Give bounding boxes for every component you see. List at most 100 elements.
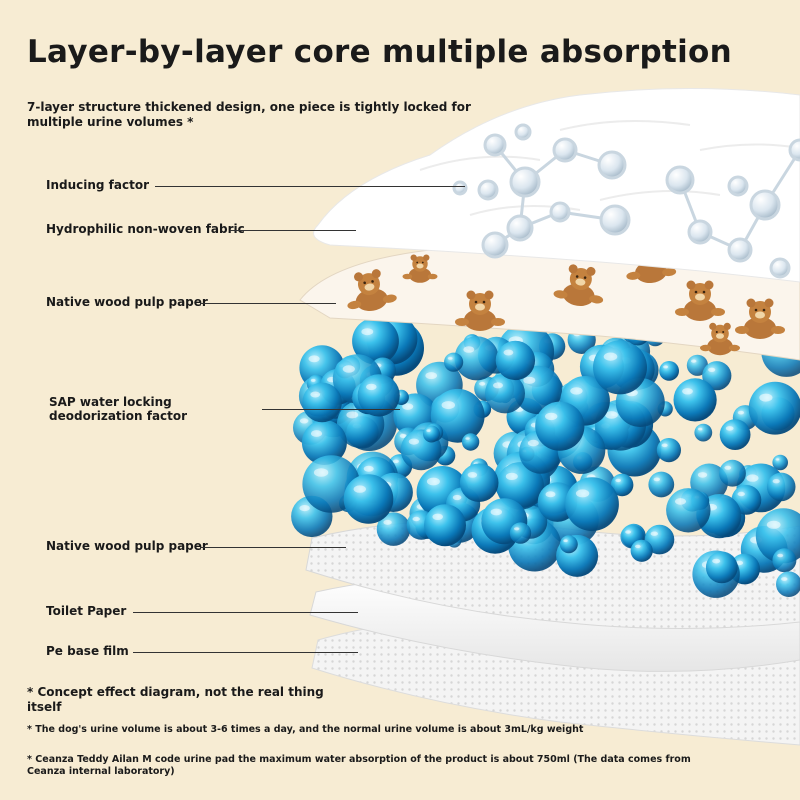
sap-bubble-highlight bbox=[299, 418, 309, 424]
sap-bubble-highlight bbox=[661, 443, 668, 448]
leader-toilet-paper bbox=[133, 612, 358, 613]
sap-bubble bbox=[424, 504, 466, 547]
sap-bubble-highlight bbox=[346, 411, 359, 419]
sap-bubble-highlight bbox=[575, 489, 590, 498]
sap-bubble-highlight bbox=[493, 382, 503, 389]
label-hydrophilic-fabric: Hydrophilic non-woven fabric bbox=[46, 222, 245, 236]
sap-bubble-highlight bbox=[766, 520, 781, 529]
absorption-note: * Ceanza Teddy Ailan M code urine pad th… bbox=[27, 754, 691, 777]
sap-bubble-highlight bbox=[746, 474, 759, 482]
sap-bubble bbox=[694, 423, 713, 442]
label-inducing-factor: Inducing factor bbox=[46, 178, 150, 192]
label-toilet-paper: Toilet Paper bbox=[46, 604, 127, 618]
sap-bubble-highlight bbox=[463, 346, 475, 353]
sap-bubble-highlight bbox=[759, 393, 773, 402]
label-native-wood-pulp-lower: Native wood pulp paper bbox=[46, 539, 208, 553]
sap-bubble bbox=[673, 378, 717, 422]
sap-bubble-highlight bbox=[563, 539, 568, 542]
hydrophilic-fabric-layer bbox=[313, 88, 800, 283]
sap-bubble-highlight bbox=[605, 411, 618, 419]
sap-bubble-highlight bbox=[310, 391, 321, 398]
sap-bubble bbox=[509, 522, 532, 544]
sap-bubble-highlight bbox=[712, 558, 721, 564]
leader-sap-factor bbox=[262, 409, 400, 410]
sap-bubble bbox=[559, 535, 578, 554]
label-native-wood-pulp-upper: Native wood pulp paper bbox=[46, 295, 208, 309]
sap-bubble-highlight bbox=[441, 401, 455, 410]
leader-inducing-factor bbox=[155, 186, 465, 187]
sap-bubble-highlight bbox=[514, 527, 520, 531]
sap-bubble-highlight bbox=[570, 387, 583, 395]
sap-bubble-highlight bbox=[663, 365, 669, 369]
sap-bubble-highlight bbox=[650, 531, 658, 536]
sap-bubble-highlight bbox=[682, 388, 693, 395]
sap-bubble-highlight bbox=[775, 458, 780, 461]
sap-bubble bbox=[772, 548, 797, 573]
sap-bubble-highlight bbox=[479, 381, 486, 386]
sap-bubble-highlight bbox=[452, 494, 462, 501]
sap-bubble bbox=[423, 425, 440, 443]
sap-bubble-highlight bbox=[363, 465, 374, 472]
sap-bubble bbox=[459, 463, 499, 503]
sap-bubble-highlight bbox=[697, 472, 708, 478]
sap-bubble bbox=[495, 340, 536, 381]
sap-bubble bbox=[648, 471, 675, 498]
label-pe-base-film: Pe base film bbox=[46, 644, 129, 658]
sap-bubble-highlight bbox=[299, 505, 310, 512]
sap-bubble-highlight bbox=[392, 459, 399, 464]
sap-bubble bbox=[461, 433, 480, 451]
sap-bubble bbox=[719, 459, 746, 487]
urine-volume-note: * The dog's urine volume is about 3-6 ti… bbox=[27, 724, 584, 735]
sap-bubble-highlight bbox=[313, 468, 329, 477]
sap-bubble bbox=[444, 352, 464, 372]
sap-bubble-highlight bbox=[653, 477, 660, 482]
sap-bubble bbox=[748, 381, 800, 435]
sap-bubble-highlight bbox=[432, 513, 444, 520]
sap-bubble-highlight bbox=[505, 472, 518, 480]
sap-bubble-highlight bbox=[603, 352, 618, 361]
sap-bubble-highlight bbox=[625, 530, 631, 534]
sap-bubble bbox=[766, 472, 796, 502]
sap-bubble-highlight bbox=[426, 429, 431, 432]
sap-bubble bbox=[666, 488, 711, 533]
sap-bubble bbox=[659, 361, 679, 381]
sap-bubble-highlight bbox=[490, 508, 502, 516]
sap-bubble-highlight bbox=[725, 426, 734, 431]
sap-bubble-highlight bbox=[425, 372, 438, 380]
sap-bubble-highlight bbox=[527, 439, 539, 447]
sap-bubble-highlight bbox=[310, 430, 323, 437]
sap-bubble-highlight bbox=[399, 433, 407, 438]
sap-bubble-highlight bbox=[467, 472, 478, 478]
sap-bubble-highlight bbox=[426, 477, 440, 486]
sap-bubble-highlight bbox=[412, 516, 420, 522]
sap-bubble-highlight bbox=[408, 438, 419, 445]
sap-bubble-highlight bbox=[465, 437, 470, 440]
sap-bubble-highlight bbox=[545, 491, 556, 498]
sap-bubble bbox=[343, 474, 394, 524]
sap-bubble bbox=[565, 477, 619, 532]
sap-bubble-highlight bbox=[310, 378, 316, 382]
sap-bubble-highlight bbox=[635, 544, 641, 549]
sap-bubble-highlight bbox=[777, 553, 784, 558]
sap-bubble-highlight bbox=[361, 328, 374, 336]
sap-bubble-highlight bbox=[737, 491, 745, 497]
sap-bubble-highlight bbox=[308, 355, 320, 363]
sap-bubble-highlight bbox=[523, 376, 536, 384]
sap-bubble bbox=[705, 551, 738, 584]
sap-bubble bbox=[357, 374, 400, 417]
leader-pe-base-film bbox=[133, 652, 358, 653]
sap-bubble-highlight bbox=[772, 479, 780, 484]
leader-native-wood-pulp-upper bbox=[200, 303, 336, 304]
sap-bubble-highlight bbox=[383, 519, 392, 525]
sap-bubble-highlight bbox=[724, 465, 732, 470]
sap-bubble-highlight bbox=[342, 365, 355, 373]
sap-bubble-highlight bbox=[781, 577, 788, 581]
sap-bubble-highlight bbox=[353, 485, 366, 493]
sap-bubble bbox=[656, 438, 682, 463]
inducing-factor-molecules bbox=[452, 123, 800, 279]
sap-bubble-highlight bbox=[708, 367, 716, 372]
sap-bubble bbox=[302, 382, 342, 423]
sap-bubble-highlight bbox=[545, 412, 558, 421]
sap-bubble-highlight bbox=[698, 427, 703, 431]
page-subtitle: 7-layer structure thickened design, one … bbox=[27, 100, 471, 129]
